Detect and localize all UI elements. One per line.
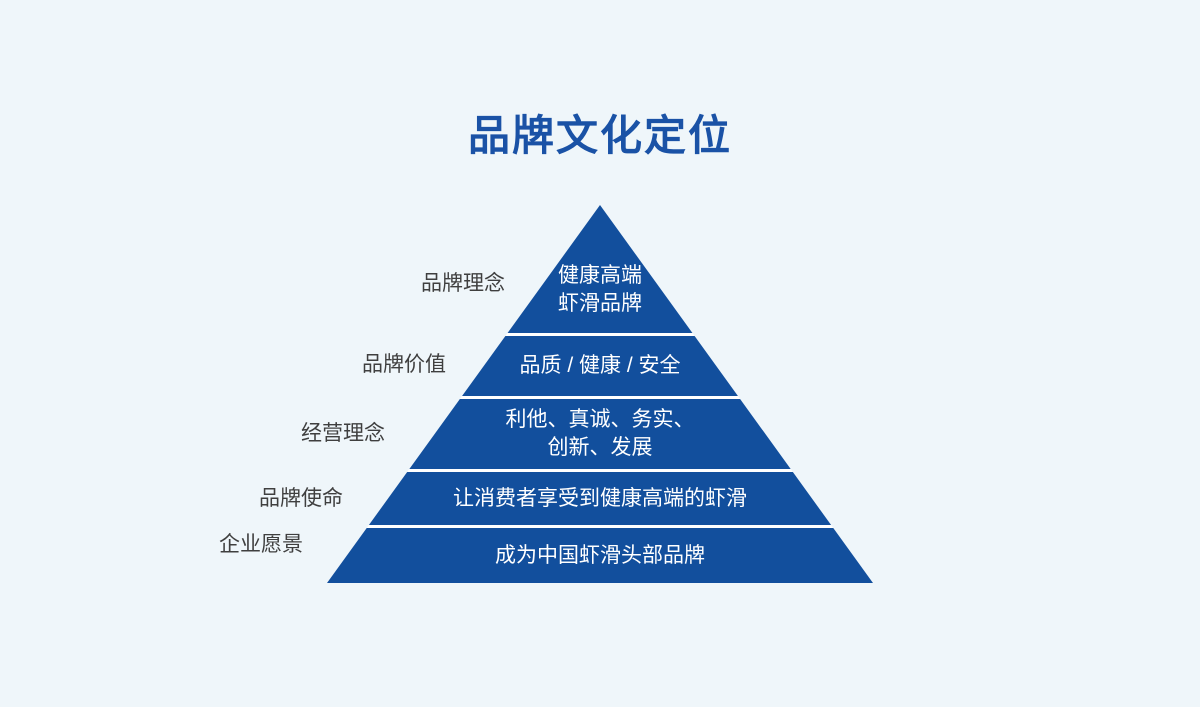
pyramid-level-business-philosophy: 利他、真诚、务实、 创新、发展 bbox=[327, 399, 873, 469]
pyramid-level-corporate-vision: 成为中国虾滑头部品牌 bbox=[327, 528, 873, 583]
pyramid-level-brand-mission: 让消费者享受到健康高端的虾滑 bbox=[327, 472, 873, 525]
pyramid-level-text-line: 利他、真诚、务实、 bbox=[505, 408, 695, 431]
pyramid-level-text-line: 成为中国虾滑头部品牌 bbox=[495, 543, 705, 567]
pyramid-level-text-line: 让消费者享受到健康高端的虾滑 bbox=[453, 486, 747, 510]
level-label-business-philosophy: 经营理念 bbox=[301, 422, 385, 445]
pyramid-level-text-line: 品质 / 健康 / 安全 bbox=[519, 354, 681, 377]
level-label-corporate-vision: 企业愿景 bbox=[219, 533, 303, 556]
pyramid-diagram: 健康高端 虾滑品牌 品质 / 健康 / 安全 利他、真诚、务实、 创新、发展 让… bbox=[327, 205, 873, 583]
pyramid-level-text-line: 创新、发展 bbox=[547, 436, 653, 459]
pyramid-level-brand-concept: 健康高端 虾滑品牌 bbox=[327, 205, 873, 333]
pyramid-level-text-line: 虾滑品牌 bbox=[558, 292, 642, 315]
level-label-brand-mission: 品牌使命 bbox=[259, 487, 343, 510]
level-label-brand-value: 品牌价值 bbox=[362, 353, 446, 376]
level-label-brand-concept: 品牌理念 bbox=[421, 272, 505, 295]
page-title: 品牌文化定位 bbox=[467, 112, 732, 159]
pyramid-level-text-line: 健康高端 bbox=[558, 264, 642, 287]
